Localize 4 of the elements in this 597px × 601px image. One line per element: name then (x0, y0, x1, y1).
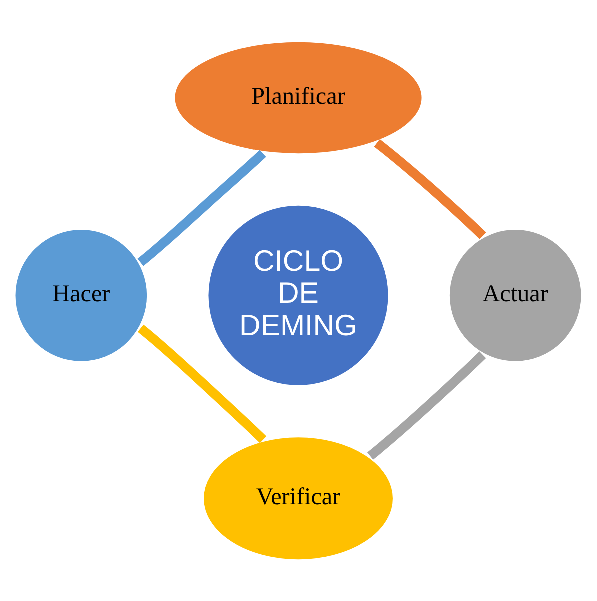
connector (138, 324, 267, 443)
connector (367, 351, 486, 460)
connector (374, 138, 486, 239)
connector (138, 150, 266, 266)
